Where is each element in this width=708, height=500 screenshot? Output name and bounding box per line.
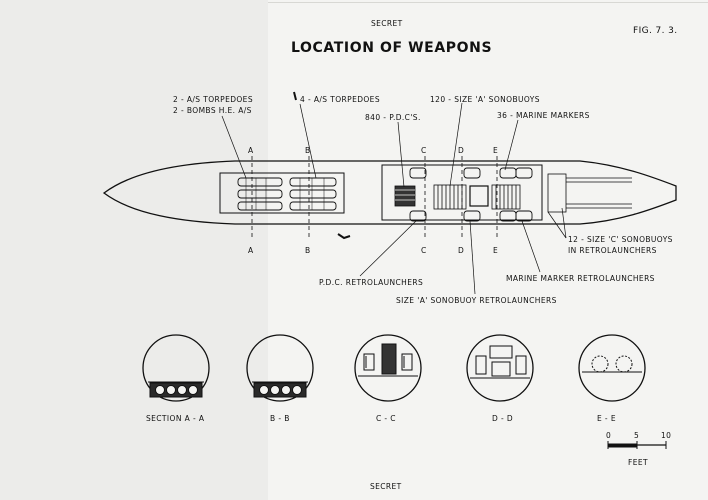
section-mark-a-bottom: A [248,246,254,255]
section-bb-drawing [246,334,314,402]
section-mark-d-top: D [458,146,465,155]
section-cc-drawing [354,334,422,402]
scale-tick-0: 0 [606,431,612,440]
scale-unit: FEET [628,458,648,467]
scan-shading [0,0,268,500]
section-mark-e-top: E [493,146,499,155]
label-sonobuoy-a-retrolaunchers: SIZE 'A' SONOBUOY RETROLAUNCHERS [396,296,557,305]
caption-section-dd: D - D [492,414,514,423]
section-mark-c-top: C [421,146,427,155]
label-marker-retrolaunchers: MARINE MARKER RETROLAUNCHERS [506,274,655,283]
section-aa-drawing [142,334,210,402]
pdc-stack [394,185,416,207]
label-marine-markers: 36 - MARINE MARKERS [497,111,590,120]
leader-lines [221,102,567,295]
retrolauncher-row-bottom [409,210,533,222]
section-mark-e-bottom: E [493,246,499,255]
label-as-torpedoes-2: 2 - A/S TORPEDOES [173,95,253,104]
page-title: LOCATION OF WEAPONS [291,40,493,56]
label-sonobuoys-c-1: 12 - SIZE 'C' SONOBUOYS [568,235,673,244]
figure-number: FIG. 7. 3. [633,26,678,36]
caption-section-ee: E - E [597,414,616,423]
scale-bar [607,441,667,449]
section-mark-c-bottom: C [421,246,427,255]
ink-mark [337,233,351,240]
label-as-torpedoes-4: 4 - A/S TORPEDOES [300,95,380,104]
label-bombs-he: 2 - BOMBS H.E. A/S [173,106,252,115]
section-ee-drawing [578,334,646,402]
sonobuoy-racks [433,184,521,210]
header-classification: SECRET [371,19,403,28]
section-dd-drawing [466,334,534,402]
hull-outline [102,160,677,225]
section-mark-b-top: B [305,146,311,155]
label-sonobuoys-c-2: IN RETROLAUNCHERS [568,246,657,255]
sonobuoy-c-tubes [547,173,632,213]
bomb-bay-outline [219,172,345,214]
top-edge-rule [268,2,708,3]
section-cut-lines [251,156,498,240]
label-pdcs: 840 - P.D.C'S. [365,113,421,122]
footer-classification: SECRET [370,482,402,491]
caption-section-cc: C - C [376,414,396,423]
caption-section-aa: SECTION A - A [146,414,205,423]
ink-mark-2 [293,91,297,101]
section-mark-b-bottom: B [305,246,311,255]
retrolauncher-row-top [409,167,533,179]
scale-tick-5: 5 [634,431,640,440]
caption-section-bb: B - B [270,414,290,423]
scale-tick-10: 10 [661,431,672,440]
section-mark-d-bottom: D [458,246,465,255]
label-sonobuoys-a: 120 - SIZE 'A' SONOBUOYS [430,95,540,104]
section-mark-a-top: A [248,146,254,155]
torpedo-group [237,177,337,211]
label-pdc-retrolaunchers: P.D.C. RETROLAUNCHERS [319,278,424,287]
